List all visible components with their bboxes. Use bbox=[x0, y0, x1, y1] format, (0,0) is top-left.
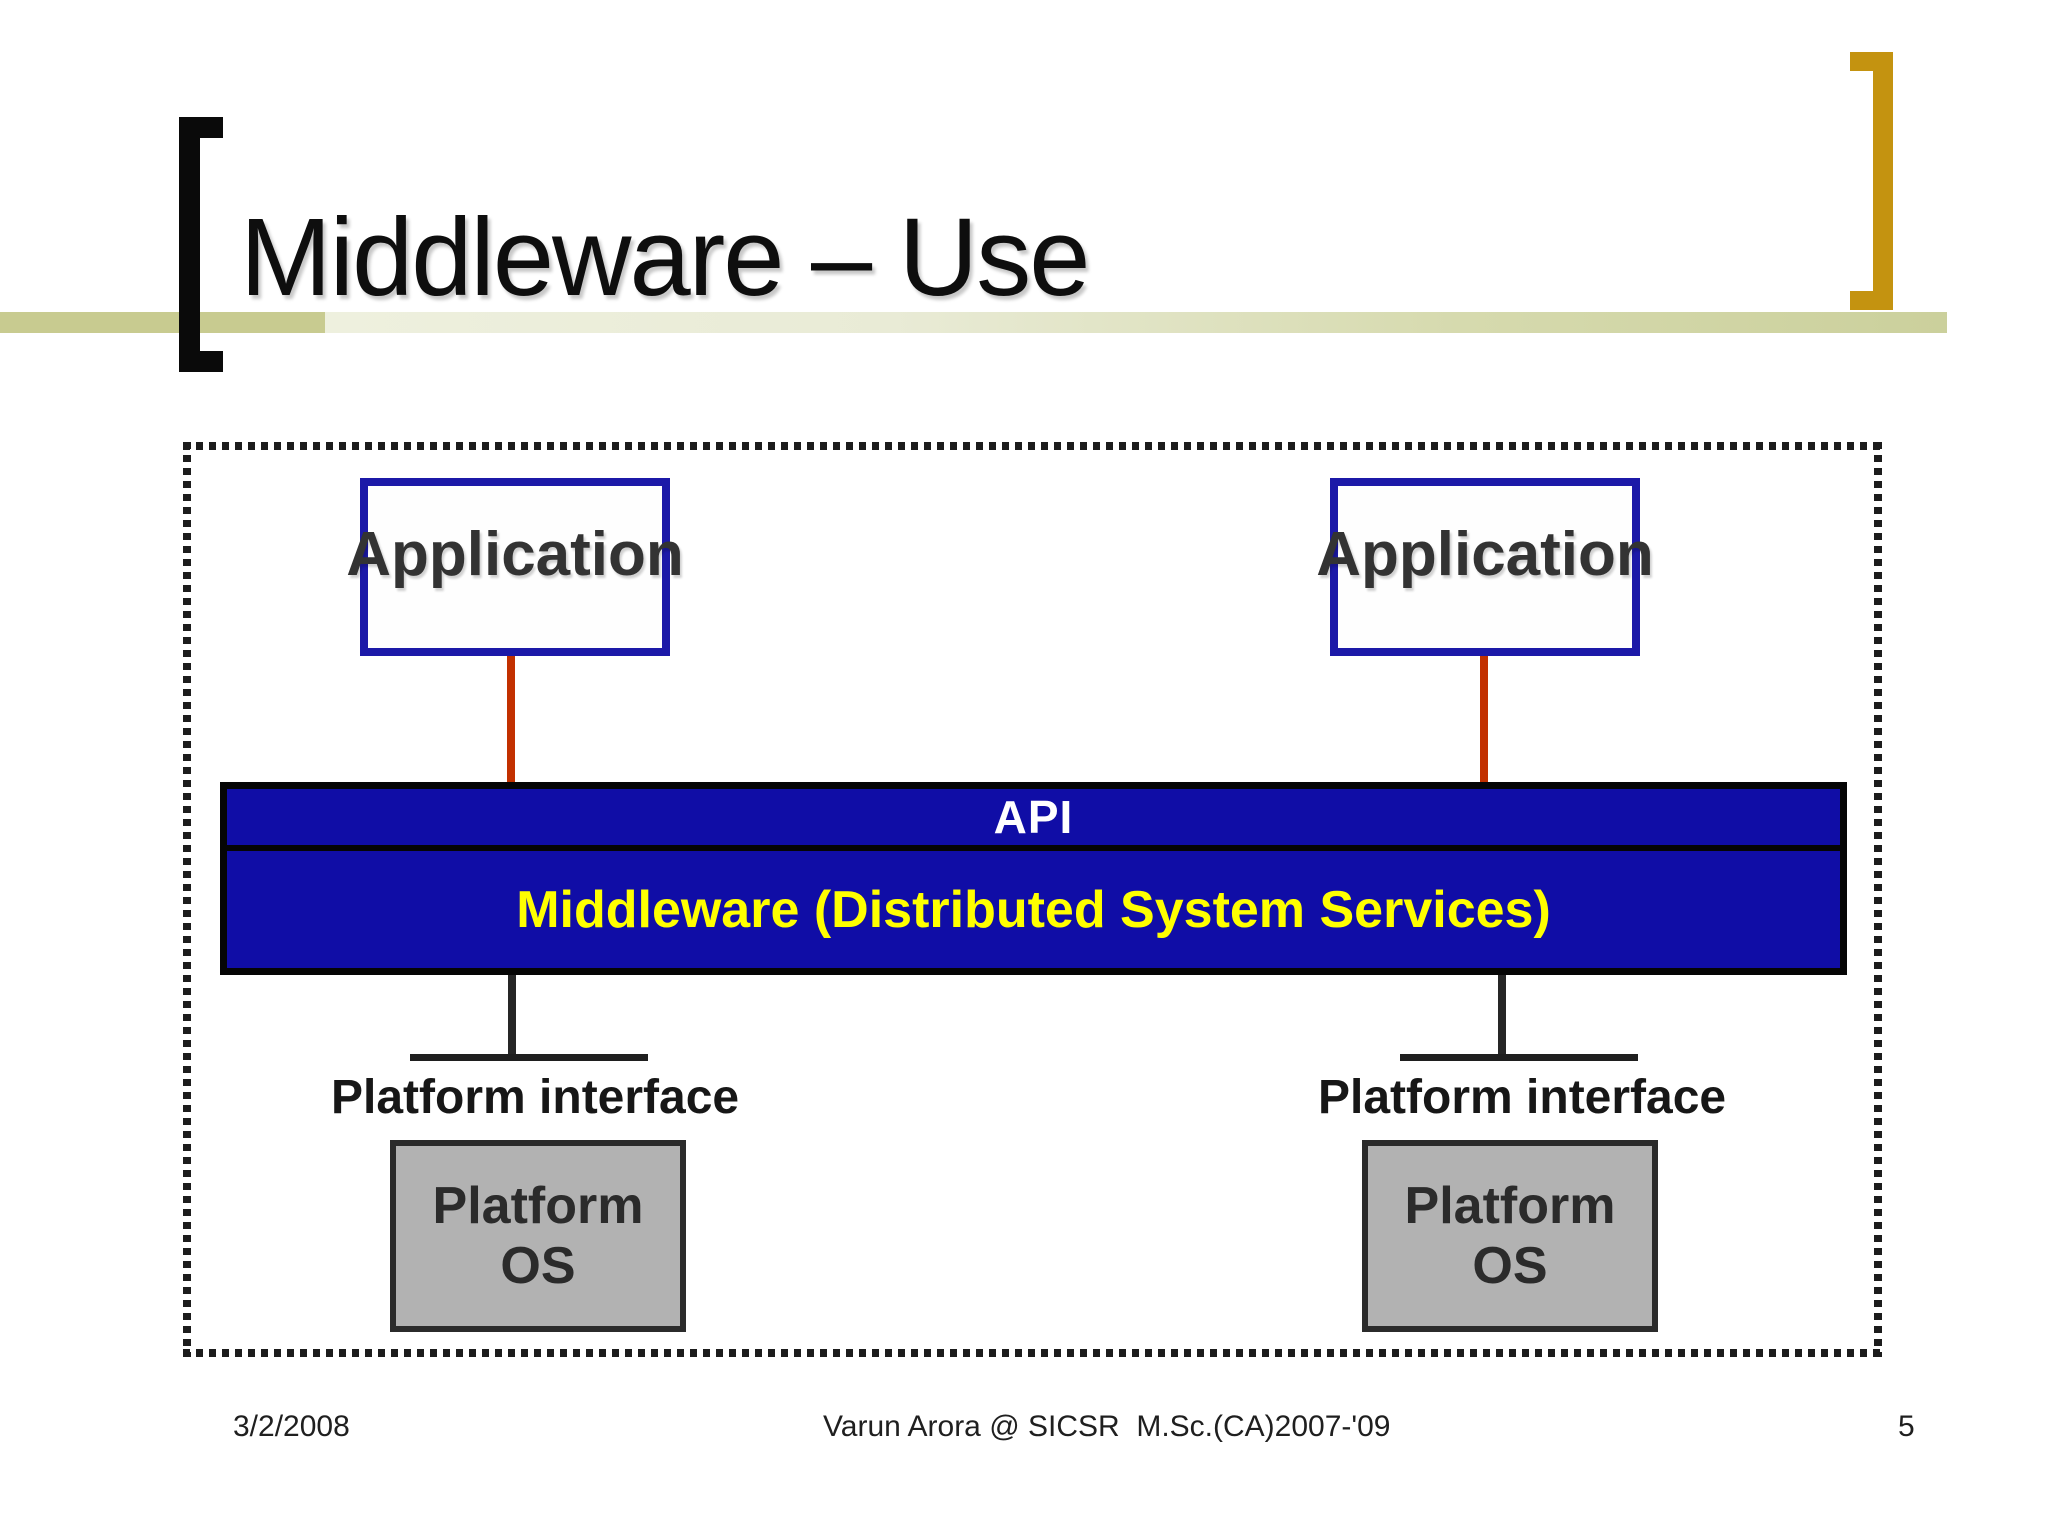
platform-os-left-line1: Platform bbox=[432, 1177, 644, 1235]
platform-interface-bar-left bbox=[410, 1054, 648, 1061]
application-box-left-label: Application bbox=[346, 519, 684, 589]
title-underline-band-light bbox=[325, 312, 1947, 333]
dotted-frame-left bbox=[183, 442, 191, 1357]
footer-date: 3/2/2008 bbox=[233, 1410, 350, 1443]
title-underline-band-dark bbox=[0, 312, 325, 333]
footer-page-number: 5 bbox=[1898, 1410, 1915, 1443]
connector-app-left-to-api bbox=[507, 652, 515, 784]
dotted-frame-bottom bbox=[183, 1349, 1882, 1357]
middleware-section: Middleware (Distributed System Services) bbox=[227, 851, 1840, 968]
application-box-left: Application bbox=[346, 478, 684, 656]
platform-os-right-line2: OS bbox=[1472, 1237, 1548, 1295]
api-section: API bbox=[227, 789, 1840, 851]
platform-interface-label-left: Platform interface bbox=[331, 1071, 740, 1124]
platform-os-box-left: Platform OS bbox=[390, 1140, 686, 1332]
platform-os-left-line2: OS bbox=[500, 1237, 576, 1295]
dotted-frame-right bbox=[1874, 442, 1882, 1357]
connector-app-right-to-api bbox=[1480, 652, 1488, 784]
application-box-right-label: Application bbox=[1316, 519, 1654, 589]
connector-middleware-right bbox=[1498, 973, 1506, 1058]
platform-os-box-right: Platform OS bbox=[1362, 1140, 1658, 1332]
api-label: API bbox=[993, 791, 1074, 843]
middleware-bar: API Middleware (Distributed System Servi… bbox=[220, 782, 1847, 975]
page-title: Middleware – Use bbox=[240, 196, 1090, 319]
connector-middleware-left bbox=[508, 973, 516, 1058]
right-bracket-ornament bbox=[1850, 52, 1893, 310]
platform-os-right-line1: Platform bbox=[1404, 1177, 1616, 1235]
left-bracket-ornament bbox=[179, 117, 223, 372]
middleware-label: Middleware (Distributed System Services) bbox=[516, 880, 1551, 939]
dotted-frame-top bbox=[183, 442, 1882, 450]
platform-interface-bar-right bbox=[1400, 1054, 1638, 1061]
footer-credit: Varun Arora @ SICSR M.Sc.(CA)2007-'09 bbox=[823, 1410, 1391, 1443]
platform-interface-label-right: Platform interface bbox=[1318, 1071, 1727, 1124]
application-box-right: Application bbox=[1316, 478, 1654, 656]
